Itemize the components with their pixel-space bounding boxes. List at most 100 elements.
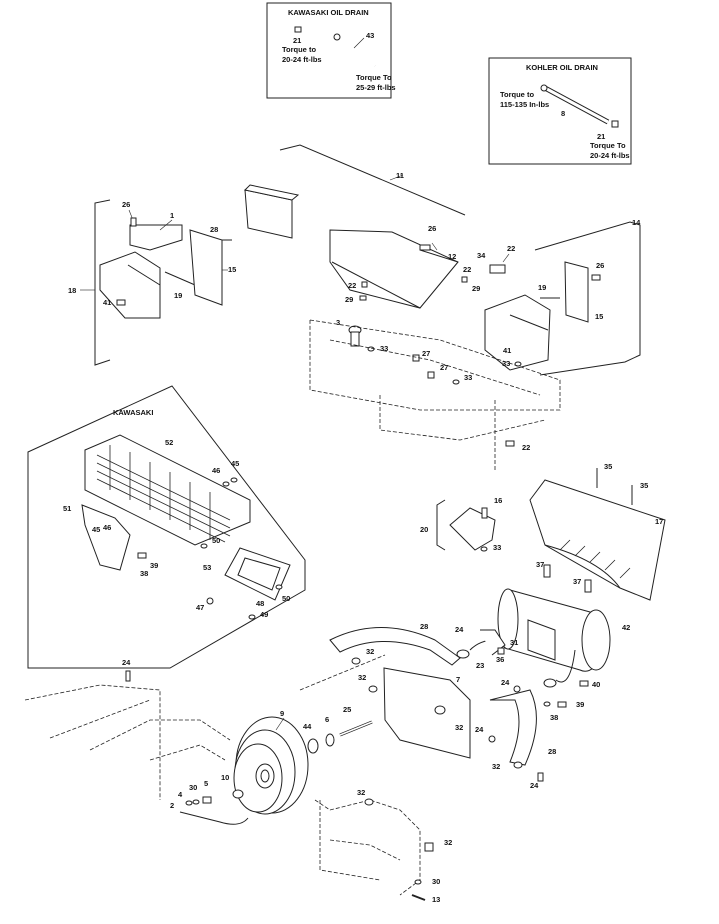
callout-9: 9 (280, 709, 284, 718)
callout-30: 30 (189, 783, 197, 792)
callout-26: 26 (596, 261, 604, 270)
kawasaki-group-title: KAWASAKI (113, 408, 153, 417)
callout-45: 45 (92, 525, 100, 534)
callout-53: 53 (203, 563, 211, 572)
callout-12: 12 (448, 252, 456, 261)
callout-15: 15 (595, 312, 603, 321)
kawasaki-group-inset: KAWASAKI 52 46 45 51 45 46 50 39 38 (27, 385, 306, 669)
callout-41: 41 (503, 346, 511, 355)
callout-22: 22 (522, 443, 530, 452)
muffler-assembly: 20 16 33 17 35 35 37 37 42 (420, 462, 666, 722)
callout-22: 22 (348, 281, 356, 290)
callout-32: 32 (357, 788, 365, 797)
kohler-oil-drain-title: KOHLER OIL DRAIN (526, 63, 598, 72)
callout-31: 31 (510, 638, 518, 647)
callout-25: 25 (343, 705, 351, 714)
torque-note-line-3: Torque To (590, 141, 626, 150)
callout-15: 15 (228, 265, 236, 274)
kawasaki-oil-drain-title: KAWASAKI OIL DRAIN (288, 8, 369, 17)
callout-4: 4 (178, 790, 183, 799)
torque-note-line-1: Torque to (500, 90, 534, 99)
callout-13: 13 (432, 895, 440, 904)
callout-35: 35 (640, 481, 648, 490)
callout-18: 18 (68, 286, 76, 295)
torque-note-line-2: 20-24 ft-lbs (282, 55, 322, 64)
callout-16: 16 (494, 496, 502, 505)
callout-28: 28 (548, 747, 556, 756)
callout-32: 32 (358, 673, 366, 682)
callout-7: 7 (456, 675, 460, 684)
callout-1: 1 (170, 211, 174, 220)
callout-26: 26 (428, 224, 436, 233)
callout-33: 33 (502, 359, 510, 368)
clutch-pulley-assembly: 9 44 6 25 10 4 30 5 2 24 (122, 658, 373, 825)
callout-42: 42 (622, 623, 630, 632)
callout-21: 21 (597, 132, 605, 141)
callout-52: 52 (165, 438, 173, 447)
callout-50: 50 (212, 536, 220, 545)
callout-35: 35 (604, 462, 612, 471)
callout-46: 46 (103, 523, 111, 532)
callout-24: 24 (455, 625, 464, 634)
callout-51: 51 (63, 504, 71, 513)
callout-46: 46 (212, 466, 220, 475)
callout-49: 49 (260, 610, 268, 619)
callout-24: 24 (475, 725, 484, 734)
callout-27: 27 (422, 349, 430, 358)
callout-6: 6 (325, 715, 329, 724)
callout-48: 48 (256, 599, 264, 608)
callout-5: 5 (204, 779, 208, 788)
callout-2: 2 (170, 801, 174, 810)
callout-24: 24 (122, 658, 131, 667)
torque-note-line-3: Torque To (356, 73, 392, 82)
callout-44: 44 (303, 722, 312, 731)
callout-26: 26 (122, 200, 130, 209)
callout-21: 21 (293, 36, 301, 45)
callout-37: 37 (573, 577, 581, 586)
torque-note-line-1: Torque to (282, 45, 316, 54)
callout-28: 28 (420, 622, 428, 631)
callout-29: 29 (345, 295, 353, 304)
callout-32: 32 (455, 723, 463, 732)
callout-43: 43 (366, 31, 374, 40)
callout-33: 33 (493, 543, 501, 552)
mount-brackets: 28 32 32 7 32 24 24 28 32 24 (329, 622, 556, 790)
kohler-oil-drain-inset: KOHLER OIL DRAIN 8 21 Torque to 115-135 … (488, 57, 632, 165)
callout-3: 3 (336, 318, 340, 327)
callout-39: 39 (576, 700, 584, 709)
callout-33: 33 (380, 344, 388, 353)
callout-32: 32 (492, 762, 500, 771)
callout-34: 34 (477, 251, 486, 260)
callout-11: 11 (396, 171, 404, 180)
grille-slots (96, 445, 231, 543)
callout-23: 23 (476, 661, 484, 670)
kawasaki-oil-drain-inset: KAWASAKI OIL DRAIN 21 43 Torque to 20-24… (266, 2, 396, 99)
callout-50: 50 (282, 594, 290, 603)
callout-36: 36 (496, 655, 504, 664)
callout-38: 38 (140, 569, 148, 578)
callout-24: 24 (530, 781, 539, 790)
callout-32: 32 (444, 838, 452, 847)
callout-19: 19 (538, 283, 546, 292)
callout-45: 45 (231, 459, 239, 468)
callout-27: 27 (440, 363, 448, 372)
callout-30: 30 (432, 877, 440, 886)
callout-8: 8 (561, 109, 565, 118)
callout-40: 40 (592, 680, 600, 689)
callout-22: 22 (507, 244, 515, 253)
callout-32: 32 (366, 647, 374, 656)
torque-note-line-4: 20-24 ft-lbs (590, 151, 630, 160)
callout-24: 24 (501, 678, 510, 687)
callout-39: 39 (150, 561, 158, 570)
engine-shroud-assembly: 11 12 26 18 1 26 41 19 28 15 (68, 144, 641, 470)
callout-20: 20 (420, 525, 428, 534)
callout-17: 17 (655, 517, 663, 526)
callout-41: 41 (103, 298, 111, 307)
callout-22: 22 (463, 265, 471, 274)
mower-frame: 32 32 30 13 (24, 654, 452, 904)
callout-38: 38 (550, 713, 558, 722)
callout-19: 19 (174, 291, 182, 300)
callout-28: 28 (210, 225, 218, 234)
callout-29: 29 (472, 284, 480, 293)
